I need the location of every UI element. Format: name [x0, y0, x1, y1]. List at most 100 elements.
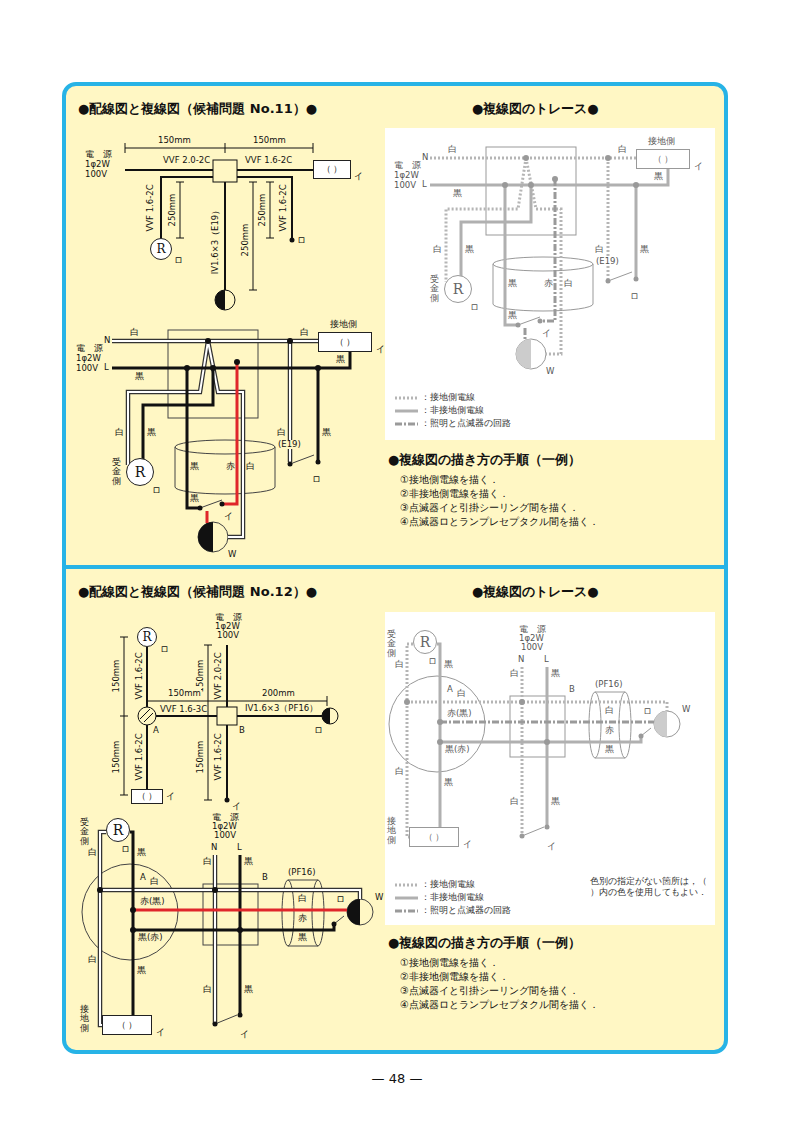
wire-label: 1φ2W	[519, 634, 544, 643]
wiring-drawing	[130, 907, 136, 913]
wire-label: 黒	[654, 172, 663, 181]
dimension-lines	[125, 143, 313, 310]
ceiling-circle: R	[106, 818, 130, 842]
wiring-drawing	[130, 832, 334, 1015]
wire-label: ロ	[630, 292, 639, 301]
wire-label: L	[422, 180, 427, 189]
panel-divider	[64, 565, 726, 569]
wire-label: (E19)	[596, 257, 619, 266]
wire-label: 接地側	[80, 1005, 89, 1033]
wiring-drawing	[215, 880, 344, 1024]
wire-label: 白	[203, 857, 212, 866]
wire-label: 赤	[605, 726, 614, 735]
node-text: （ ）	[653, 155, 674, 164]
wire-label: イ	[224, 512, 233, 521]
trace-area	[385, 612, 715, 925]
wire-label: 1φ2W	[76, 354, 101, 363]
wiring-drawing	[322, 708, 338, 724]
wiring-drawing	[198, 506, 203, 511]
wire-label: (PF16)	[595, 680, 622, 689]
wire-label: N	[518, 655, 524, 664]
wire-label: ロ	[470, 303, 479, 312]
wire-label: 電 源	[394, 161, 421, 170]
wiring-drawing	[120, 637, 327, 800]
wire-label: 電 源	[215, 613, 242, 622]
wire-label: イ	[166, 792, 175, 801]
wire-label: イ	[232, 802, 241, 811]
node-letter: R	[420, 635, 431, 649]
legend-text: ：照明と点滅器の回路	[421, 906, 511, 915]
wire-label: ロ	[312, 475, 321, 484]
wire-label: N	[104, 336, 110, 345]
wire-label: 白	[277, 428, 286, 437]
wiring-drawing	[112, 352, 350, 508]
panel-heading: ●配線図と複線図（候補問題 No.11）●	[78, 100, 317, 118]
wiring-drawing	[97, 887, 103, 893]
wire-label: 150mm	[158, 136, 191, 145]
wire-label: 100V	[521, 643, 543, 652]
wire-label: 赤	[544, 279, 553, 288]
wire-label: 黒(赤)	[138, 933, 163, 942]
wire-label: VVF 1.6-3C	[160, 705, 207, 714]
wire-label: ロ	[121, 845, 130, 854]
wire-label: イ	[156, 1028, 165, 1037]
node-text: （ ）	[424, 833, 445, 842]
wire-label: ロ	[336, 895, 345, 904]
step-text: ①接地側電線を描く．	[400, 957, 499, 969]
outlet-box: （ ）	[313, 160, 351, 179]
wiring-drawing	[315, 365, 321, 371]
step-text: ②非接地側電線を描く．	[400, 488, 509, 500]
node-letter: R	[113, 823, 124, 837]
wire-label: L	[544, 655, 549, 664]
wiring-drawing	[82, 864, 178, 960]
wire-label: 白	[510, 669, 519, 678]
wire-label: 白	[246, 462, 255, 471]
ceiling-circle: R	[126, 458, 154, 486]
wire-label: 100V	[214, 831, 236, 840]
wire-label: 黒	[453, 189, 462, 198]
wire-label: B	[569, 685, 575, 694]
outlet-box: （ ）	[131, 789, 163, 804]
wire-label: 黒	[190, 462, 199, 471]
receptacle-symbol	[215, 290, 225, 310]
wire-label: 100V	[394, 181, 416, 190]
note-text: 色別の指定がない箇所は，（ ）内の色を使用してもよい．	[590, 876, 708, 898]
section-heading: ●複線図の描き方の手順（一例）	[388, 935, 581, 951]
wire-label: 電 源	[85, 150, 112, 159]
wiring-drawing	[198, 522, 213, 552]
wire-label: 白	[618, 145, 627, 154]
wiring-drawing	[198, 522, 228, 552]
wiring-drawing	[140, 709, 153, 722]
wire-label: W	[228, 550, 236, 559]
wire-label: 1φ2W	[394, 171, 419, 180]
wire-label: 150mm	[253, 136, 286, 145]
multiline-wires	[82, 832, 373, 1027]
wire-label: 150mm	[168, 689, 201, 698]
wire-label: 受金側	[387, 630, 396, 658]
wiring-drawing	[215, 290, 235, 310]
wiring-drawing	[184, 365, 190, 371]
wire-label: ロ	[314, 726, 323, 735]
wiring-drawing	[130, 832, 334, 1015]
panel-heading: ●複線図のトレース●	[472, 100, 599, 118]
wire-label: 赤(黒)	[140, 897, 165, 906]
step-text: ③点滅器イと引掛シーリング間を描く．	[400, 502, 579, 514]
receptacle-symbol	[322, 708, 330, 724]
wire-label: 白	[564, 279, 573, 288]
wire-label: 100V	[217, 631, 239, 640]
wiring-drawing	[287, 338, 293, 344]
wiring-lines	[147, 645, 322, 798]
wire-label: ロ	[297, 236, 306, 245]
wire-label: ロ	[152, 486, 161, 495]
wire-label: 150mm	[196, 741, 205, 774]
node-text: （ ）	[137, 792, 158, 801]
wiring-drawing	[133, 909, 347, 912]
node-text: （ ）	[335, 338, 356, 347]
wire-label: 白	[433, 245, 442, 254]
ceiling-circle: R	[150, 238, 172, 260]
wire-label: 白	[88, 955, 97, 964]
wiring-drawing	[220, 502, 225, 507]
wire-label: 黒	[551, 797, 560, 806]
panel-heading: ●配線図と複線図（候補問題 No.12）●	[78, 583, 317, 601]
wiring-drawing	[213, 160, 237, 182]
